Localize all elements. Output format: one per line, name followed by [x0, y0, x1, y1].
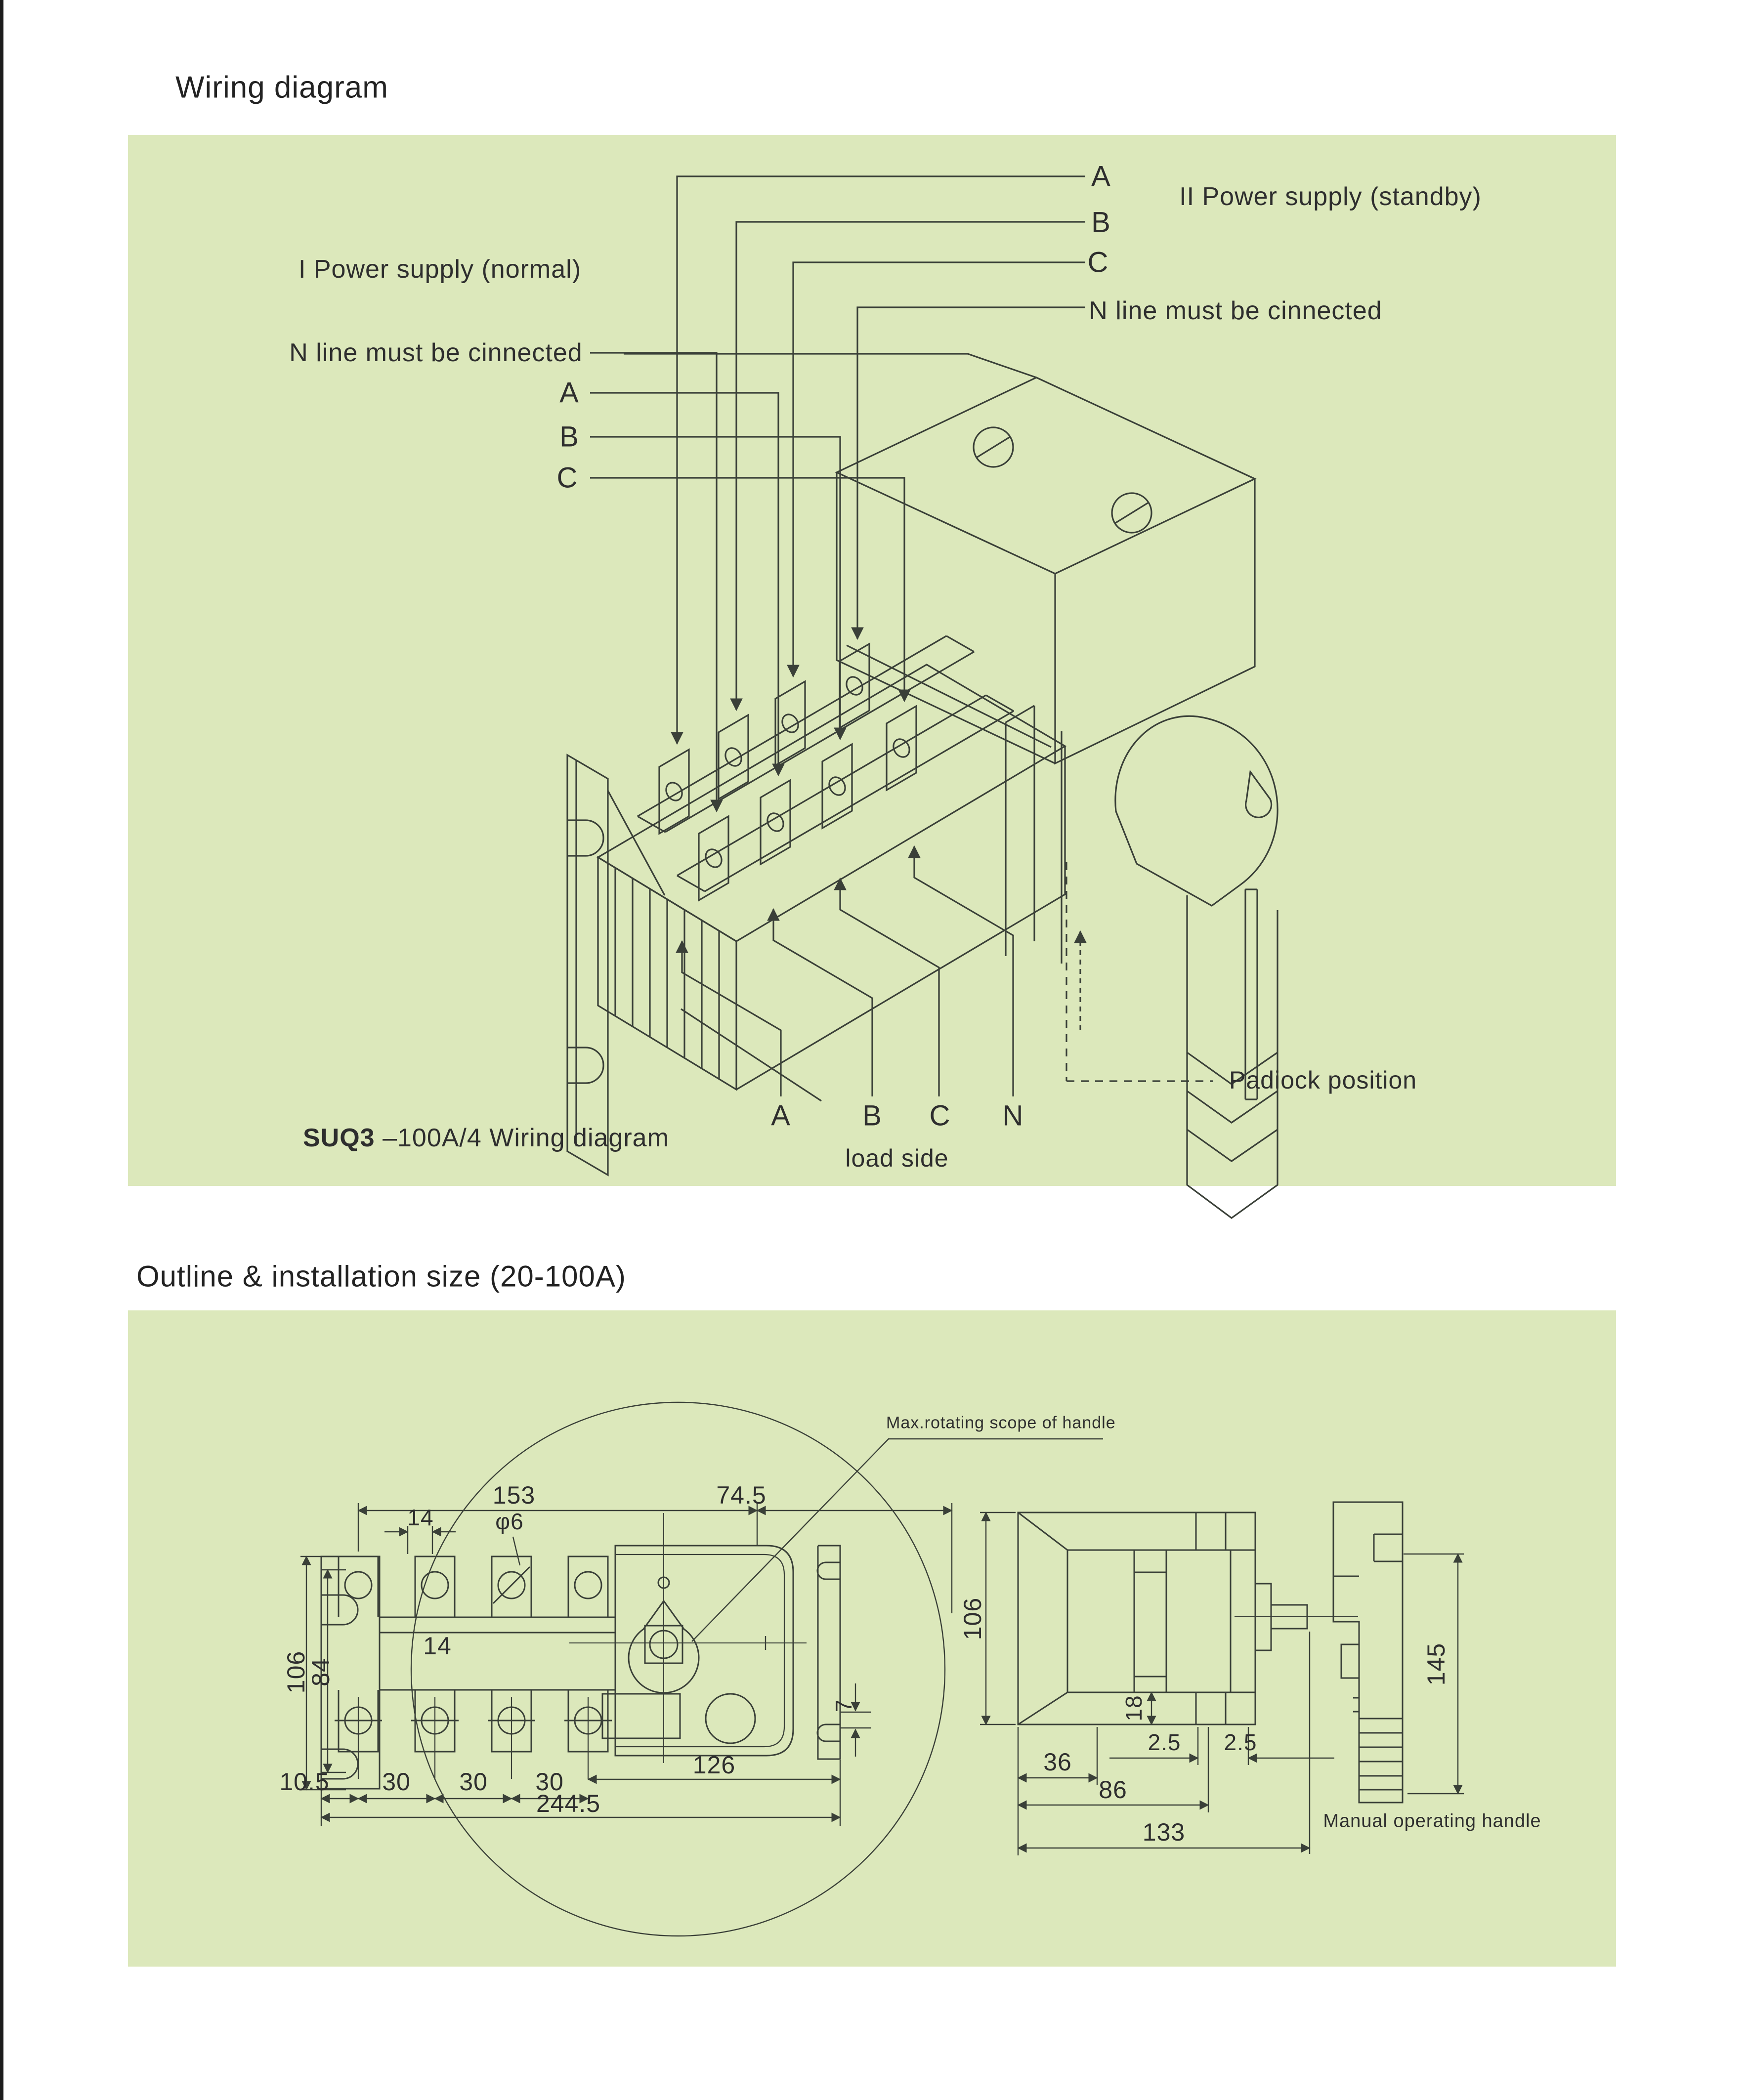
dim-74-5: 74.5: [716, 1481, 767, 1509]
load-phase-a: A: [771, 1099, 791, 1132]
outline-panel: [128, 1310, 1616, 1967]
padlock-leader: [1065, 862, 1213, 1082]
dim-phi6: φ6: [495, 1509, 524, 1534]
standby-supply-wires: [671, 175, 1085, 745]
front-dimensions: [300, 1438, 1103, 1826]
normal-supply-label: I Power supply (normal): [298, 255, 582, 284]
dim-30-a: 30: [382, 1768, 411, 1796]
switch-body: [596, 635, 1067, 1102]
mounting-bracket: [566, 754, 666, 1176]
load-side-wires: [676, 845, 1014, 1096]
outline-views: [300, 1401, 1464, 1937]
side-view: [980, 1512, 1358, 1855]
dim-14-top: 14: [407, 1505, 434, 1530]
dim-126: 126: [692, 1751, 736, 1779]
dim-153: 153: [492, 1481, 536, 1509]
terminal-blades-front: [698, 705, 917, 902]
dim-18: 18: [1121, 1695, 1147, 1722]
normal-supply-wires: [590, 352, 911, 813]
dim-10-5: 10.5: [279, 1768, 330, 1796]
n-line-label-right: N line must be cinnected: [1089, 296, 1382, 325]
cover-box: [624, 353, 1257, 765]
dim-244-5: 244.5: [536, 1790, 601, 1817]
load-phase-n: N: [1002, 1099, 1024, 1132]
phase-top-b: B: [1091, 206, 1111, 239]
phase-left-b: B: [559, 420, 579, 453]
manual-handle-view: [1332, 1501, 1464, 1804]
handle-dimensions: [1404, 1553, 1464, 1795]
dim-106-side: 106: [959, 1597, 986, 1640]
phase-left-c: C: [556, 462, 578, 494]
dim-133: 133: [1142, 1818, 1186, 1846]
load-phase-b: B: [862, 1099, 882, 1132]
dim-2-5-a: 2.5: [1148, 1729, 1181, 1755]
operating-handle: [1005, 705, 1278, 1219]
wiring-caption: SUQ3 –100A/4 Wiring diagram: [303, 1123, 669, 1153]
switch-isometric-drawing: [566, 175, 1278, 1219]
handle-rotation-scope-circle: [410, 1401, 946, 1937]
standby-supply-label: II Power supply (standby): [1179, 182, 1482, 211]
manual-handle-caption: Manual operating handle: [1323, 1810, 1541, 1832]
dim-84: 84: [307, 1658, 335, 1686]
dim-36: 36: [1043, 1748, 1072, 1776]
dim-30-b: 30: [459, 1768, 488, 1796]
page-left-border: [0, 0, 3, 2100]
dim-86: 86: [1099, 1776, 1127, 1804]
front-view: [300, 1401, 1103, 1937]
dim-145: 145: [1422, 1642, 1450, 1686]
phase-top-a: A: [1091, 160, 1111, 193]
rotating-scope-note: Max.rotating scope of handle: [886, 1413, 1116, 1432]
outline-title: Outline & installation size (20-100A): [136, 1260, 626, 1293]
wiring-caption-model: SUQ3: [303, 1124, 375, 1152]
load-phase-c: C: [929, 1099, 951, 1132]
dim-14-mid: 14: [423, 1632, 452, 1660]
dim-2-5-b: 2.5: [1224, 1729, 1257, 1755]
dim-30-c: 30: [535, 1768, 564, 1796]
padlock-label: Padiock position: [1229, 1066, 1417, 1094]
load-side-label: load side: [845, 1144, 949, 1172]
phase-left-a: A: [559, 377, 579, 409]
phase-top-c: C: [1087, 246, 1109, 279]
wiring-caption-rest: –100A/4 Wiring diagram: [383, 1124, 669, 1152]
n-line-label-left: N line must be cinnected: [289, 338, 583, 367]
dim-7: 7: [831, 1699, 856, 1713]
side-dimensions: [980, 1512, 1334, 1855]
wiring-title: Wiring diagram: [175, 70, 388, 105]
